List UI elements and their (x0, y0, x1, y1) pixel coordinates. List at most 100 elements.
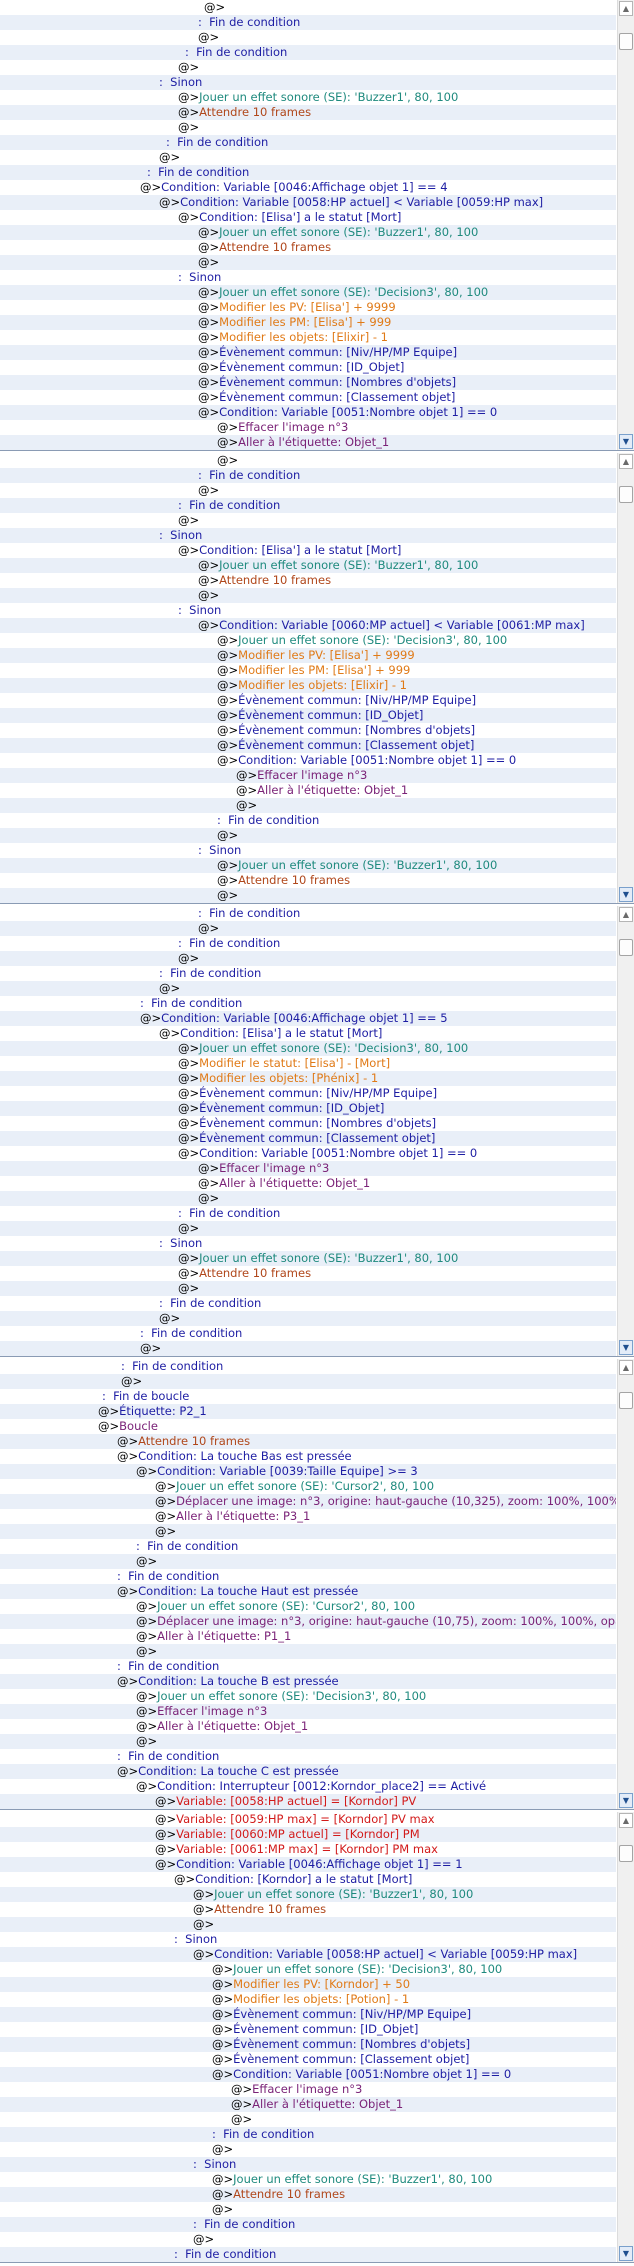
command-line[interactable]: : Fin de condition (0, 1206, 616, 1221)
command-line[interactable]: @>Modifier les PV: [Elisa'] + 9999 (0, 300, 616, 315)
command-line[interactable]: @>Effacer l'image n°3 (0, 768, 616, 783)
command-line[interactable]: @> (0, 453, 616, 468)
command-line[interactable]: @>Jouer un effet sonore (SE): 'Decision3… (0, 285, 616, 300)
command-line[interactable]: @>Modifier les PV: [Korndor] + 50 (0, 1977, 616, 1992)
arrow-up-icon[interactable]: ▲ (619, 454, 633, 469)
command-line[interactable]: @>Évènement commun: [ID_Objet] (0, 2022, 616, 2037)
command-line[interactable]: : Fin de condition (0, 165, 616, 180)
event-list-panel[interactable]: : Fin de condition@>: Fin de boucle@>Éti… (0, 1359, 634, 1810)
command-line[interactable]: @>Évènement commun: [Niv/HP/MP Equipe] (0, 1086, 616, 1101)
command-line[interactable]: : Fin de condition (0, 1359, 616, 1374)
command-line[interactable]: : Fin de condition (0, 906, 616, 921)
command-line[interactable]: : Sinon (0, 603, 616, 618)
arrow-down-icon[interactable]: ▼ (619, 887, 633, 902)
command-line[interactable]: @>Jouer un effet sonore (SE): 'Decision3… (0, 633, 616, 648)
arrow-up-icon[interactable]: ▲ (619, 1, 633, 16)
arrow-down-icon[interactable]: ▼ (619, 2246, 633, 2261)
command-line[interactable]: : Sinon (0, 2157, 616, 2172)
command-line[interactable]: @>Condition: La touche Haut est pressée (0, 1584, 616, 1599)
command-line[interactable]: @>Modifier les PM: [Elisa'] + 999 (0, 663, 616, 678)
command-line[interactable]: : Sinon (0, 75, 616, 90)
command-line[interactable]: @>Condition: Variable [0046:Affichage ob… (0, 1857, 616, 1872)
command-line[interactable]: : Fin de condition (0, 1659, 616, 1674)
vertical-scrollbar[interactable]: ▲▼ (617, 1812, 634, 2262)
command-line[interactable]: @>Déplacer une image: n°3, origine: haut… (0, 1614, 616, 1629)
vertical-scrollbar[interactable]: ▲▼ (617, 0, 634, 450)
command-line[interactable]: : Fin de condition (0, 45, 616, 60)
command-line[interactable]: @>Attendre 10 frames (0, 1266, 616, 1281)
command-line[interactable]: @> (0, 798, 616, 813)
command-line[interactable]: @>Évènement commun: [Niv/HP/MP Equipe] (0, 2007, 616, 2022)
command-line[interactable]: @>Modifier les objets: [Potion] - 1 (0, 1992, 616, 2007)
command-line[interactable]: @>Jouer un effet sonore (SE): 'Buzzer1',… (0, 225, 616, 240)
command-line[interactable]: : Fin de condition (0, 996, 616, 1011)
command-line[interactable]: : Fin de condition (0, 1326, 616, 1341)
command-line[interactable]: @>Condition: Variable [0046:Affichage ob… (0, 180, 616, 195)
scrollbar-thumb[interactable] (619, 1845, 633, 1862)
scrollbar-thumb[interactable] (619, 1392, 633, 1409)
command-line[interactable]: @>Attendre 10 frames (0, 573, 616, 588)
command-line[interactable]: : Fin de condition (0, 2247, 616, 2262)
command-line[interactable]: : Fin de condition (0, 2127, 616, 2142)
command-line[interactable]: : Sinon (0, 1236, 616, 1251)
arrow-down-icon[interactable]: ▼ (619, 1793, 633, 1808)
command-line[interactable]: : Sinon (0, 1932, 616, 1947)
command-line[interactable]: @>Jouer un effet sonore (SE): 'Buzzer1',… (0, 90, 616, 105)
command-line[interactable]: @>Aller à l'étiquette: Objet_1 (0, 1176, 616, 1191)
command-line[interactable]: @>Évènement commun: [Niv/HP/MP Equipe] (0, 693, 616, 708)
command-line[interactable]: @> (0, 60, 616, 75)
command-line[interactable]: : Fin de condition (0, 2217, 616, 2232)
command-line[interactable]: @> (0, 1554, 616, 1569)
command-line[interactable]: @>Condition: [Korndor] a le statut [Mort… (0, 1872, 616, 1887)
command-line[interactable]: @>Condition: [Elisa'] a le statut [Mort] (0, 1026, 616, 1041)
command-line[interactable]: : Sinon (0, 270, 616, 285)
arrow-up-icon[interactable]: ▲ (619, 907, 633, 922)
command-line[interactable]: : Sinon (0, 843, 616, 858)
command-line[interactable]: @>Attendre 10 frames (0, 873, 616, 888)
command-line[interactable]: @>Jouer un effet sonore (SE): 'Decision3… (0, 1041, 616, 1056)
arrow-down-icon[interactable]: ▼ (619, 434, 633, 449)
command-line[interactable]: @> (0, 1281, 616, 1296)
event-list-panel[interactable]: @>Variable: [0059:HP max] = [Korndor] PV… (0, 1812, 634, 2263)
command-line[interactable]: @>Modifier les objets: [Elixir] - 1 (0, 678, 616, 693)
command-line[interactable]: @>Jouer un effet sonore (SE): 'Cursor2',… (0, 1599, 616, 1614)
command-line[interactable]: @> (0, 483, 616, 498)
command-line[interactable]: @>Jouer un effet sonore (SE): 'Buzzer1',… (0, 558, 616, 573)
command-line[interactable]: @>Condition: La touche Bas est pressée (0, 1449, 616, 1464)
command-line[interactable]: @> (0, 1221, 616, 1236)
command-line[interactable]: : Sinon (0, 528, 616, 543)
command-line[interactable]: @>Évènement commun: [Nombres d'objets] (0, 723, 616, 738)
command-line[interactable]: @>Variable: [0061:MP max] = [Korndor] PM… (0, 1842, 616, 1857)
command-line[interactable]: @> (0, 1644, 616, 1659)
command-line[interactable]: @>Variable: [0059:HP max] = [Korndor] PV… (0, 1812, 616, 1827)
command-line[interactable]: @>Effacer l'image n°3 (0, 1704, 616, 1719)
command-line[interactable]: @>Étiquette: P2_1 (0, 1404, 616, 1419)
command-line[interactable]: @>Boucle (0, 1419, 616, 1434)
scrollbar-thumb[interactable] (619, 939, 633, 956)
command-line[interactable]: @>Jouer un effet sonore (SE): 'Buzzer1',… (0, 1251, 616, 1266)
command-line[interactable]: @> (0, 1311, 616, 1326)
command-line[interactable]: @>Condition: Variable [0058:HP actuel] <… (0, 1947, 616, 1962)
command-line[interactable]: @> (0, 0, 616, 15)
vertical-scrollbar[interactable]: ▲▼ (617, 453, 634, 903)
command-line[interactable]: @>Jouer un effet sonore (SE): 'Decision3… (0, 1962, 616, 1977)
arrow-down-icon[interactable]: ▼ (619, 1340, 633, 1355)
arrow-up-icon[interactable]: ▲ (619, 1813, 633, 1828)
command-line[interactable]: @>Évènement commun: [Niv/HP/MP Equipe] (0, 345, 616, 360)
arrow-up-icon[interactable]: ▲ (619, 1360, 633, 1375)
command-line[interactable]: @>Jouer un effet sonore (SE): 'Buzzer1',… (0, 1887, 616, 1902)
command-line[interactable]: @> (0, 513, 616, 528)
command-line[interactable]: @> (0, 981, 616, 996)
command-line[interactable]: @> (0, 888, 616, 903)
command-line[interactable]: @> (0, 2142, 616, 2157)
command-line[interactable]: @>Modifier le statut: [Elisa'] - [Mort] (0, 1056, 616, 1071)
command-line[interactable]: @>Condition: Variable [0060:MP actuel] <… (0, 618, 616, 633)
command-line[interactable]: : Fin de condition (0, 966, 616, 981)
command-line[interactable]: @>Modifier les PV: [Elisa'] + 9999 (0, 648, 616, 663)
command-line[interactable]: @>Effacer l'image n°3 (0, 2082, 616, 2097)
event-list-panel[interactable]: : Fin de condition@>: Fin de condition@>… (0, 906, 634, 1357)
command-line[interactable]: @> (0, 1734, 616, 1749)
command-line[interactable]: @>Condition: Variable [0051:Nombre objet… (0, 405, 616, 420)
command-line[interactable]: : Fin de condition (0, 936, 616, 951)
command-line[interactable]: @>Aller à l'étiquette: Objet_1 (0, 435, 616, 450)
